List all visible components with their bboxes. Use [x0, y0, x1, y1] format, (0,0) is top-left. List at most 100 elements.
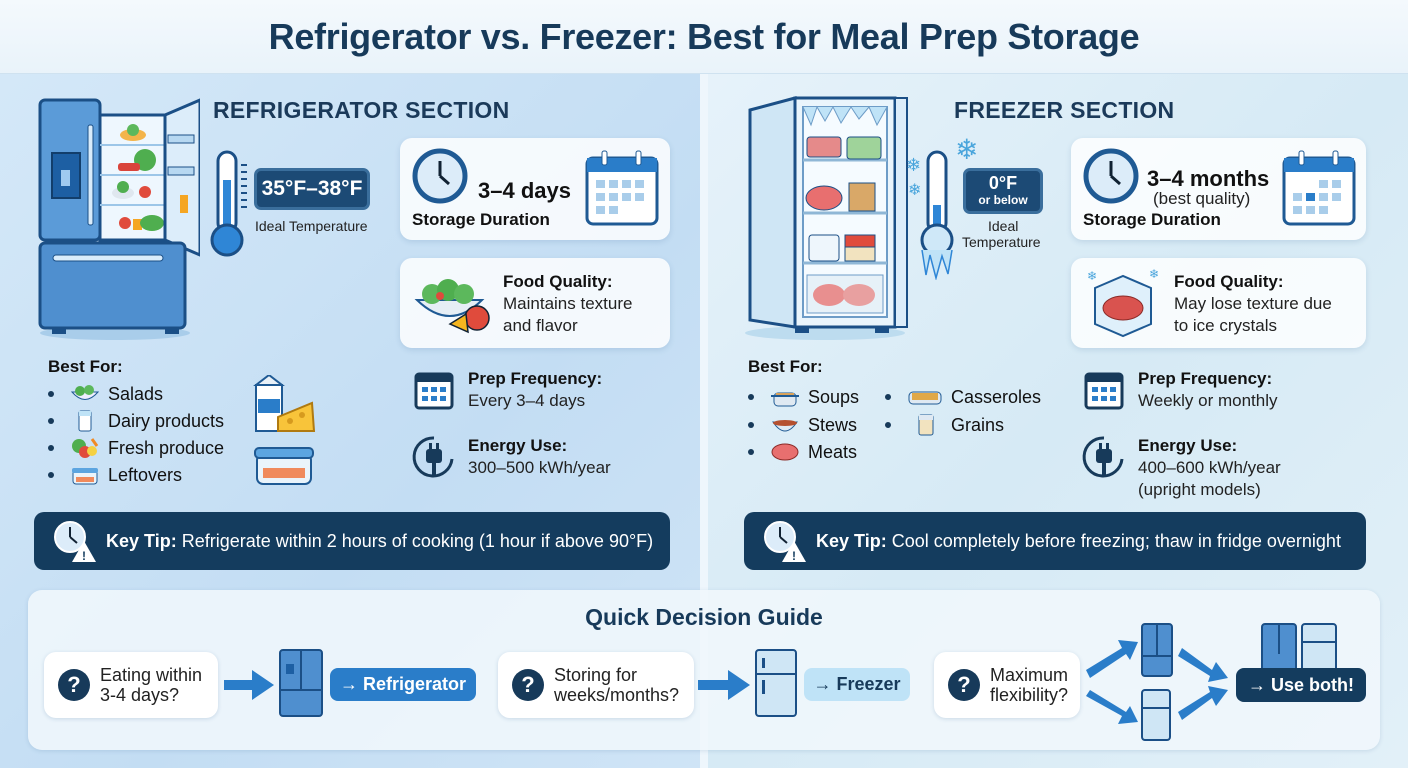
freezer-best-for-item: Meats — [748, 441, 857, 463]
panel-divider — [700, 74, 708, 768]
fridge-and-freezer-icon — [1261, 623, 1337, 674]
fridge-key-tip-label: Key Tip: — [106, 530, 177, 551]
milk-cheese-icon — [253, 375, 316, 432]
fridge-best-for-item: Dairy products — [48, 410, 224, 432]
question-3-line2: flexibility? — [990, 685, 1069, 705]
question-3-line1: Maximum — [990, 665, 1069, 685]
produce-icon — [72, 438, 99, 458]
freezer-food-quality-line2: to ice crystals — [1174, 316, 1277, 335]
clock-icon — [412, 148, 468, 204]
question-mark-icon: ? — [58, 669, 90, 701]
freezer-best-for-item: Casseroles — [885, 386, 1041, 408]
freezer-energy-use-sub: (upright models) — [1138, 480, 1261, 499]
grains-jar-icon — [918, 414, 934, 436]
fridge-small-icon — [1141, 623, 1173, 677]
fridge-key-tip: ! Key Tip: Refrigerate within 2 hours of… — [34, 512, 670, 570]
freezer-best-for-label: Best For: — [748, 357, 823, 376]
fridge-food-quality-line1: Maintains texture — [503, 294, 633, 313]
freezer-temperature-box: 0°F or below — [963, 168, 1043, 214]
fridge-best-for-item: Fresh produce — [48, 437, 224, 459]
freezer-illustration-icon — [745, 96, 908, 340]
freezer-small-icon — [755, 649, 797, 717]
fridge-best-for-item: Leftovers — [48, 464, 182, 486]
question-mark-icon: ? — [948, 669, 980, 701]
snowflake-icon: ❄ — [906, 155, 922, 175]
question-1-line1: Eating within — [100, 665, 203, 685]
freezer-food-quality-line1: May lose texture due — [1174, 294, 1332, 313]
arrow-right-icon — [224, 670, 274, 700]
fridge-key-tip-text: Refrigerate within 2 hours of cooking (1… — [181, 530, 654, 551]
freezer-best-for-item: Stews — [748, 414, 857, 436]
fridge-prep-frequency-value: Every 3–4 days — [468, 391, 586, 410]
milk-glass-icon — [78, 410, 92, 432]
fridge-storage-label: Storage Duration — [412, 210, 550, 229]
freezer-storage-card: 3–4 months (best quality) Storage Durati… — [1071, 138, 1366, 240]
refrigerator-section-title: REFRIGERATOR SECTION — [213, 97, 510, 123]
fridge-prep-frequency-label: Prep Frequency: — [468, 369, 603, 388]
fridge-energy-use-value: 300–500 kWh/year — [468, 458, 611, 477]
stew-bowl-icon — [772, 420, 798, 432]
freezer-temperature-value: 0°F — [988, 173, 1018, 193]
fridge-temperature-value: 35°F–38°F — [254, 168, 370, 210]
svg-text:!: ! — [82, 549, 86, 563]
freezer-small-icon — [1141, 689, 1171, 741]
branching-arrows-icon — [1086, 640, 1228, 724]
fridge-best-for-label: Best For: — [48, 357, 123, 376]
fridge-best-for-item: Salads — [48, 383, 163, 405]
freezer-food-quality-card: ❄❄ Food Quality: May lose texture due to… — [1071, 258, 1366, 348]
header: Refrigerator vs. Freezer: Best for Meal … — [0, 0, 1408, 74]
freezer-storage-value: 3–4 months — [1147, 166, 1270, 191]
freezer-food-quality-label: Food Quality: — [1174, 272, 1284, 291]
leftovers-container-icon — [72, 468, 98, 485]
freezer-temperature-label-2: Temperature — [962, 234, 1041, 250]
question-2-line1: Storing for — [554, 665, 638, 685]
soup-pot-icon — [771, 392, 799, 407]
freezer-result-button[interactable]: → Freezer — [804, 668, 910, 701]
fridge-temperature-label: Ideal Temperature — [255, 218, 368, 234]
calendar-icon — [1282, 150, 1356, 226]
fridge-small-icon — [279, 649, 323, 717]
use-both-result-button[interactable]: → Use both! — [1236, 668, 1366, 702]
meat-steak-icon — [771, 443, 799, 461]
frozen-meat-ice-cube-icon: ❄❄ — [1087, 267, 1159, 338]
question-mark-icon: ? — [512, 669, 544, 701]
food-container-icon — [254, 447, 314, 485]
clock-icon — [1083, 148, 1139, 204]
freezer-section-title: FREEZER SECTION — [954, 97, 1175, 123]
page-title: Refrigerator vs. Freezer: Best for Meal … — [268, 15, 1140, 57]
frozen-thermometer-icon — [920, 150, 954, 280]
salad-bowl-icon — [414, 279, 490, 334]
clock-warning-icon: ! — [54, 521, 96, 563]
calendar-icon — [585, 150, 659, 226]
refrigerator-illustration-icon — [38, 98, 200, 340]
freezer-key-tip-label: Key Tip: — [816, 530, 887, 551]
freezer-key-tip: ! Key Tip: Cool completely before freezi… — [744, 512, 1366, 570]
freezer-best-for-item: Grains — [885, 414, 1004, 436]
prep-calendar-icon — [414, 372, 454, 410]
fridge-energy-use-label: Energy Use: — [468, 436, 568, 455]
freezer-storage-label: Storage Duration — [1083, 210, 1221, 229]
fridge-food-quality-line2: and flavor — [503, 316, 578, 335]
snowflake-icon: ❄ — [955, 134, 979, 165]
freezer-key-tip-text: Cool completely before freezing; thaw in… — [891, 530, 1341, 551]
energy-plug-icon — [1082, 436, 1124, 478]
svg-text:❄: ❄ — [1087, 269, 1097, 283]
salad-icon — [70, 385, 100, 400]
freezer-energy-use-value: 400–600 kWh/year — [1138, 458, 1281, 477]
freezer-storage-sub: (best quality) — [1153, 189, 1251, 208]
freezer-prep-frequency-label: Prep Frequency: — [1138, 369, 1273, 388]
fridge-food-quality-label: Food Quality: — [503, 272, 613, 291]
casserole-dish-icon — [908, 391, 942, 405]
fridge-storage-value: 3–4 days — [478, 178, 571, 203]
clock-warning-icon: ! — [764, 521, 806, 563]
freezer-temperature-label-1: Ideal — [988, 218, 1019, 234]
freezer-energy-use-label: Energy Use: — [1138, 436, 1238, 455]
refrigerator-result-button[interactable]: → Refrigerator — [330, 668, 476, 701]
fridge-storage-card: 3–4 days Storage Duration — [400, 138, 670, 240]
svg-text:!: ! — [792, 549, 796, 563]
snowflake-icon: ❄ — [908, 182, 922, 199]
